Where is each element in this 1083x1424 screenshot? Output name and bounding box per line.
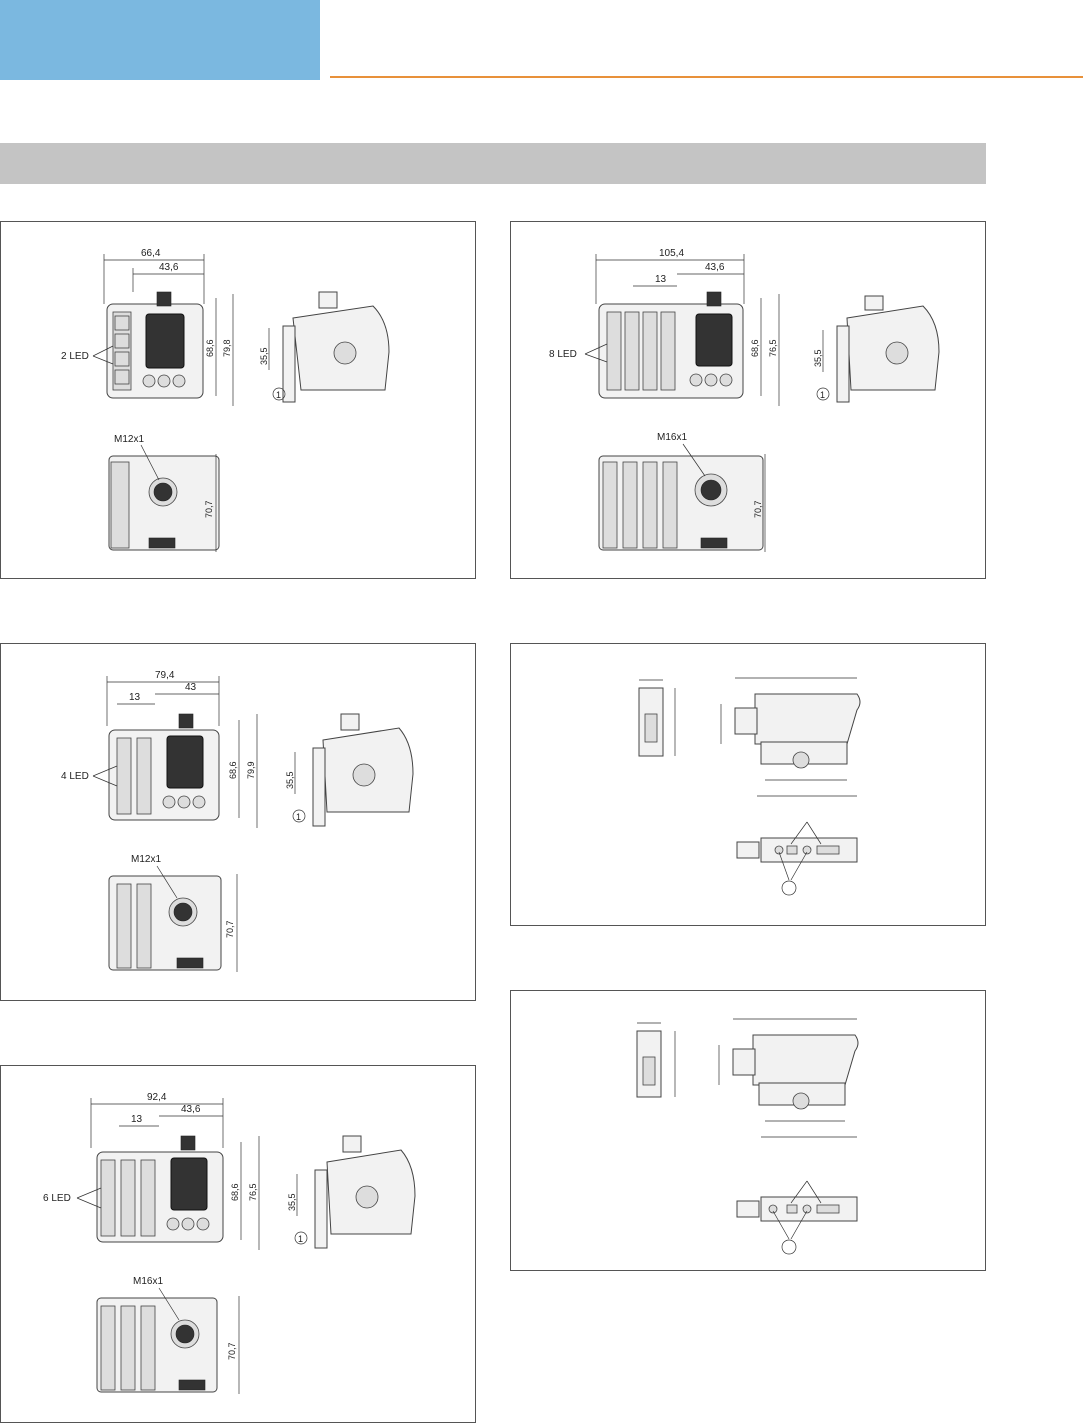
dim-bottom-height: 70,7 bbox=[227, 1342, 237, 1360]
dim-side: 35,5 bbox=[285, 771, 295, 789]
dim-bottom-height: 70,7 bbox=[204, 500, 214, 518]
dim-height-2: 79,9 bbox=[246, 761, 256, 779]
connector-label: M16x1 bbox=[657, 432, 687, 443]
header-color-block bbox=[0, 0, 320, 80]
dimension-drawing: 66,4 43,6 68,6 79,8 2 LED 35,5 1 M12x1 7… bbox=[61, 248, 390, 552]
led-label: 2 LED bbox=[61, 351, 89, 362]
dim-width: 79,4 bbox=[155, 670, 175, 681]
dim-height-1: 68,6 bbox=[750, 339, 760, 357]
header-rule bbox=[330, 76, 1083, 78]
dim-height-1: 68,6 bbox=[205, 339, 215, 357]
dim-height-2: 79,8 bbox=[222, 339, 232, 357]
dimension-drawing: 105,4 13 43,6 68,6 76,5 8 LED 35,5 1 M16… bbox=[549, 248, 940, 552]
drawing-panel-2-led: 66,4 43,6 68,6 79,8 2 LED 35,5 1 M12x1 7… bbox=[0, 221, 476, 579]
dim-width: 92,4 bbox=[147, 1092, 167, 1103]
dim-height-1: 68,6 bbox=[228, 761, 238, 779]
dim-width: 105,4 bbox=[659, 248, 684, 259]
dim-inner: 43 bbox=[185, 682, 197, 693]
dim-inner: 43,6 bbox=[181, 1104, 201, 1115]
dim-mid: 13 bbox=[131, 1114, 143, 1125]
drawing-panel-4-led: 79,4 13 43 68,6 79,9 4 LED 35,5 1 M12x1 … bbox=[0, 643, 476, 1001]
connector-label: M16x1 bbox=[133, 1276, 163, 1287]
dimension-drawing bbox=[638, 677, 861, 896]
section-title-bar bbox=[0, 143, 986, 184]
dim-height-2: 76,5 bbox=[248, 1183, 258, 1201]
dim-inner: 43,6 bbox=[159, 262, 179, 273]
drawing-panel-8-led: 105,4 13 43,6 68,6 76,5 8 LED 35,5 1 M16… bbox=[510, 221, 986, 579]
dim-height-2: 76,5 bbox=[768, 339, 778, 357]
connector-label: M12x1 bbox=[114, 434, 144, 445]
dim-height-1: 68,6 bbox=[230, 1183, 240, 1201]
dim-mid: 13 bbox=[129, 692, 141, 703]
dim-inner: 43,6 bbox=[705, 262, 725, 273]
led-label: 6 LED bbox=[43, 1193, 71, 1204]
callout-1: 1 bbox=[820, 390, 825, 400]
callout-1: 1 bbox=[298, 1234, 303, 1244]
drawing-panel-sensor-a bbox=[510, 643, 986, 926]
dimension-drawing bbox=[636, 1018, 859, 1255]
led-label: 4 LED bbox=[61, 771, 89, 782]
connector-label: M12x1 bbox=[131, 854, 161, 865]
drawing-panel-sensor-b bbox=[510, 990, 986, 1271]
dimension-drawing: 79,4 13 43 68,6 79,9 4 LED 35,5 1 M12x1 … bbox=[61, 670, 414, 972]
dim-bottom-height: 70,7 bbox=[753, 500, 763, 518]
dim-side: 35,5 bbox=[813, 349, 823, 367]
dimension-drawing: 92,4 13 43,6 68,6 76,5 6 LED 35,5 1 M16x… bbox=[43, 1092, 416, 1394]
dim-mid: 13 bbox=[655, 274, 667, 285]
dim-width: 66,4 bbox=[141, 248, 161, 259]
dim-bottom-height: 70,7 bbox=[225, 920, 235, 938]
callout-1: 1 bbox=[276, 390, 281, 400]
dim-side: 35,5 bbox=[287, 1193, 297, 1211]
led-label: 8 LED bbox=[549, 349, 577, 360]
dim-side: 35,5 bbox=[259, 347, 269, 365]
drawing-panel-6-led: 92,4 13 43,6 68,6 76,5 6 LED 35,5 1 M16x… bbox=[0, 1065, 476, 1423]
callout-1: 1 bbox=[296, 812, 301, 822]
